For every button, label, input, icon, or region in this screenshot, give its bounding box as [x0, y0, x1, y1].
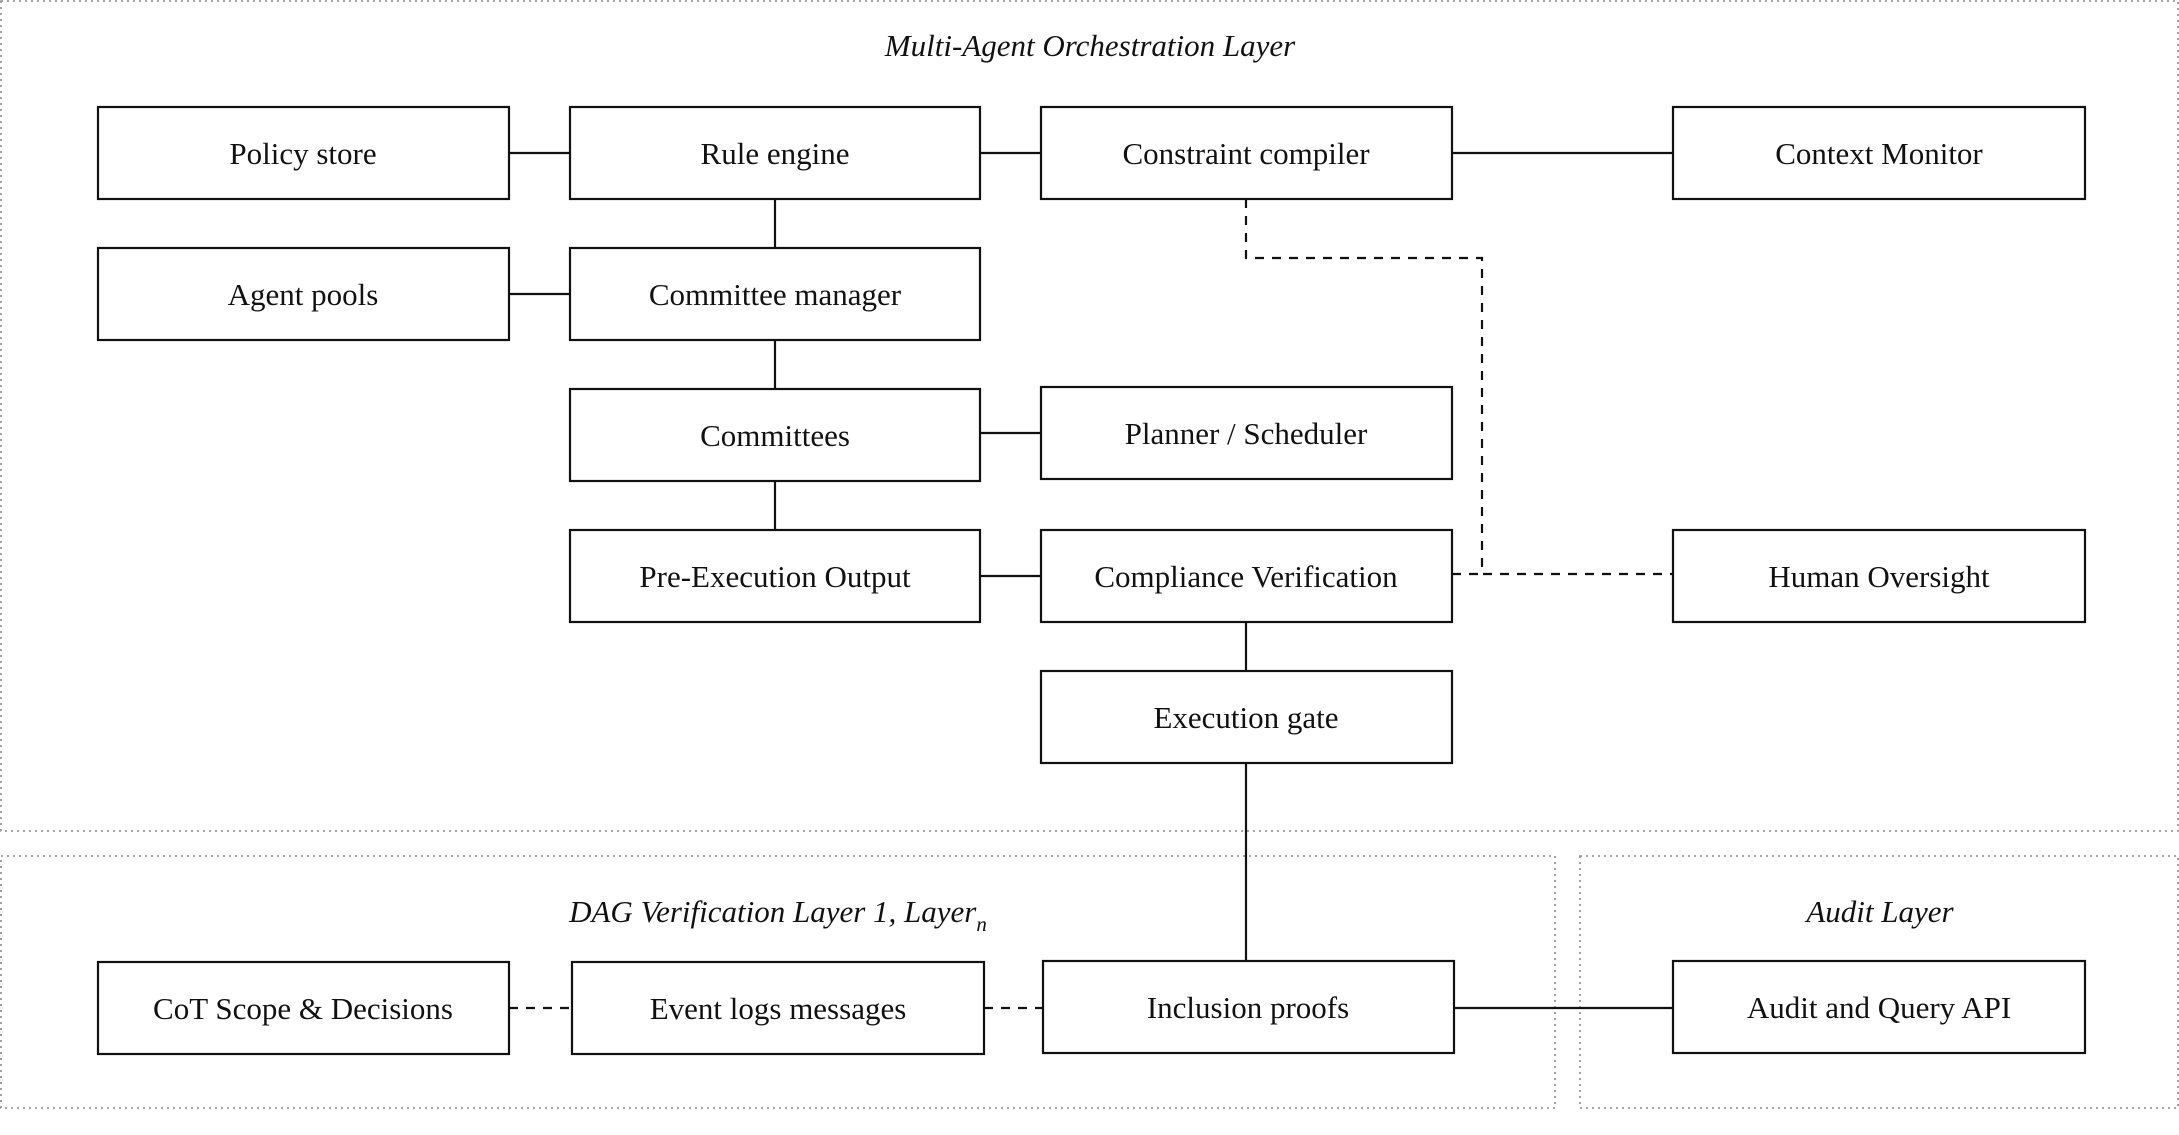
node-committees-label: Committees [700, 418, 850, 453]
node-audit-query-api: Audit and Query API [1671, 959, 2087, 1055]
node-constraint-compiler: Constraint compiler [1039, 105, 1454, 201]
dag-layer-title-subscript: n [976, 912, 987, 936]
node-constraint-compiler-label: Constraint compiler [1122, 136, 1370, 171]
audit-layer-title: Audit Layer [1804, 894, 1954, 929]
node-planner-scheduler: Planner / Scheduler [1039, 385, 1454, 481]
node-policy-store: Policy store [96, 105, 511, 201]
node-event-logs-messages-label: Event logs messages [650, 991, 907, 1026]
dag-layer-title-main: DAG Verification Layer 1, Layer [568, 894, 977, 929]
node-rule-engine: Rule engine [568, 105, 982, 201]
orchestration-layer-title: Multi-Agent Orchestration Layer [884, 28, 1296, 63]
orchestration-layer-frame [0, 0, 2179, 832]
node-policy-store-label: Policy store [229, 136, 376, 171]
dag-verification-layer-frame [0, 855, 1556, 1109]
edge-constraint-compiler-compliance-human-oversight [1244, 199, 1673, 576]
node-context-monitor: Context Monitor [1671, 105, 2087, 201]
dag-verification-layer-title: DAG Verification Layer 1, Layern [568, 894, 987, 936]
node-compliance-verification-label: Compliance Verification [1094, 559, 1398, 594]
node-pre-execution-output-label: Pre-Execution Output [639, 559, 911, 594]
node-cot-scope-decisions-label: CoT Scope & Decisions [153, 991, 453, 1026]
node-inclusion-proofs: Inclusion proofs [1041, 959, 1456, 1055]
node-execution-gate: Execution gate [1039, 669, 1454, 765]
node-human-oversight-label: Human Oversight [1768, 559, 1990, 594]
node-committee-manager: Committee manager [568, 246, 982, 342]
node-inclusion-proofs-label: Inclusion proofs [1147, 990, 1349, 1025]
audit-layer-frame [1579, 855, 2179, 1109]
node-context-monitor-label: Context Monitor [1775, 136, 1983, 171]
node-compliance-verification: Compliance Verification [1039, 528, 1454, 624]
node-audit-query-api-label: Audit and Query API [1747, 990, 2011, 1025]
node-human-oversight: Human Oversight [1671, 528, 2087, 624]
node-agent-pools-label: Agent pools [228, 277, 379, 312]
node-agent-pools: Agent pools [96, 246, 511, 342]
node-execution-gate-label: Execution gate [1153, 700, 1338, 735]
node-pre-execution-output: Pre-Execution Output [568, 528, 982, 624]
node-cot-scope-decisions: CoT Scope & Decisions [96, 960, 511, 1056]
node-rule-engine-label: Rule engine [701, 136, 850, 171]
node-committee-manager-label: Committee manager [649, 277, 902, 312]
node-event-logs-messages: Event logs messages [570, 960, 986, 1056]
node-committees: Committees [568, 387, 982, 483]
node-planner-scheduler-label: Planner / Scheduler [1125, 416, 1368, 451]
